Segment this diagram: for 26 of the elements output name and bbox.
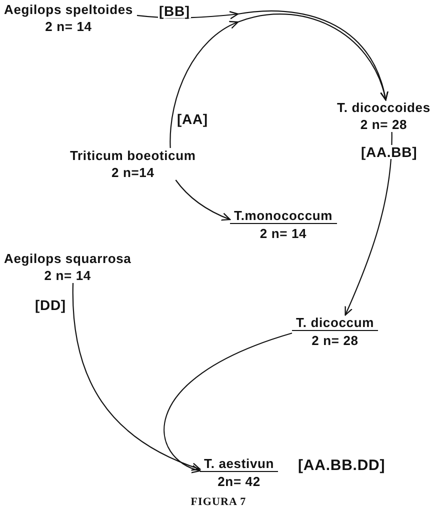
- arrow: [344, 132, 392, 316]
- edge-label: [BB]: [158, 4, 191, 18]
- genome-label: [AA.BB.DD]: [298, 458, 386, 473]
- chromosome-count: 2 n= 14: [44, 19, 93, 34]
- edge-label: [AA]: [176, 112, 209, 126]
- chromosome-count: 2 n=14: [110, 165, 156, 180]
- arrow: [136, 10, 388, 101]
- chromosome-count: 2n= 42: [216, 474, 262, 489]
- arrow: [170, 14, 388, 148]
- arrow: [175, 180, 231, 220]
- species-name: T.monococcum: [230, 208, 337, 224]
- chromosome-count: 2 n= 14: [258, 226, 308, 241]
- edge-label: [AA.BB]: [360, 145, 418, 159]
- species-name: T. aestivun: [200, 456, 278, 472]
- species-name: T. dicoccoides: [336, 100, 432, 115]
- chromosome-count: 2 n= 14: [43, 268, 92, 283]
- chromosome-count: 2 n= 28: [310, 333, 360, 348]
- figure-caption: FIGURA 7: [190, 495, 248, 510]
- arrow: [72, 283, 201, 470]
- arrow: [164, 332, 292, 472]
- edge-label: [DD]: [34, 298, 67, 312]
- species-name: Aegilops speltoides: [3, 2, 134, 17]
- species-name: Aegilops squarrosa: [3, 251, 132, 266]
- species-name: Triticum boeoticum: [69, 148, 197, 163]
- species-name: T. dicoccum: [292, 315, 378, 331]
- chromosome-count: 2 n= 28: [359, 117, 408, 132]
